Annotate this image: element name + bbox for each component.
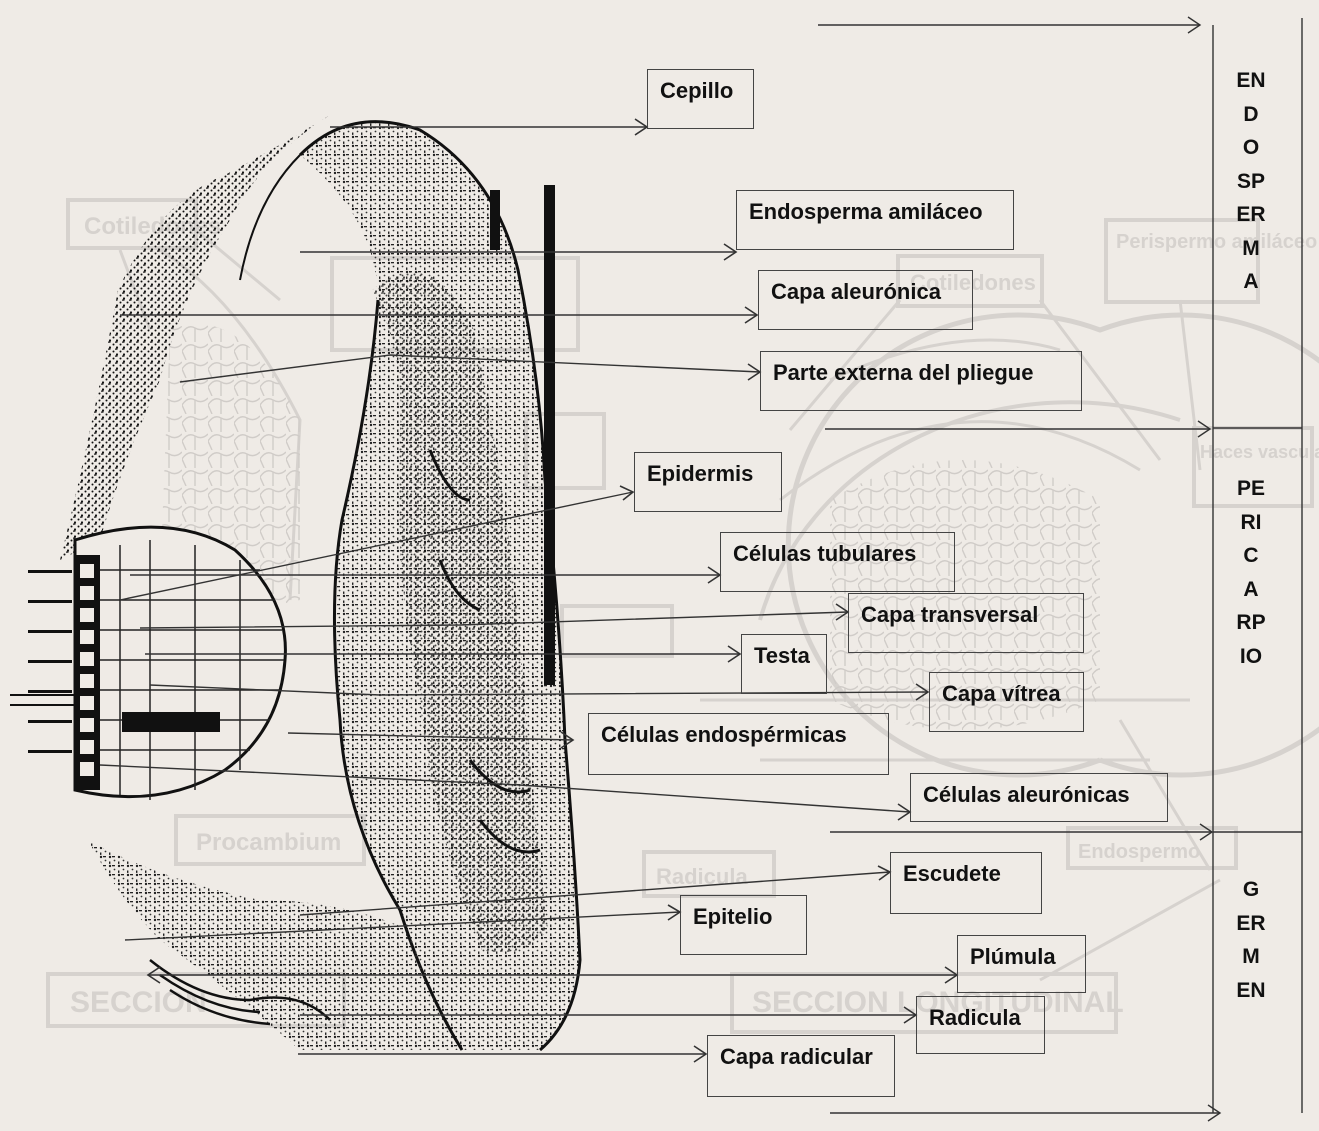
label-celulas-endospermicas: Células endospérmicas	[588, 713, 889, 775]
region-pericarpio: PERICARPIO	[1236, 472, 1266, 673]
pericarp-black-band	[544, 185, 555, 685]
label-celulas-tubulares: Células tubulares	[720, 532, 955, 592]
label-cepillo: Cepillo	[647, 69, 754, 129]
label-plumula: Plúmula	[957, 935, 1086, 993]
label-endosperma-amilaceo: Endosperma amiláceo	[736, 190, 1014, 250]
magnified-inset	[10, 527, 285, 800]
label-epidermis: Epidermis	[634, 452, 782, 512]
label-radicula: Radicula	[916, 996, 1045, 1054]
label-capa-transversal: Capa transversal	[848, 593, 1084, 653]
region-endosperma: ENDOSPERMA	[1236, 64, 1266, 299]
svg-text:Haces vasculares: Haces vasculares	[1200, 442, 1319, 462]
svg-text:Procambium: Procambium	[196, 829, 341, 856]
label-epitelio: Epitelio	[680, 895, 807, 955]
label-testa: Testa	[741, 634, 827, 694]
svg-text:Endospermo: Endospermo	[1078, 841, 1200, 863]
svg-text:Perispermo amiláceo: Perispermo amiláceo	[1116, 231, 1317, 253]
region-germen: GERMEN	[1236, 873, 1266, 1007]
label-parte-externa-pliegue: Parte externa del pliegue	[760, 351, 1082, 411]
label-capa-vitrea: Capa vítrea	[929, 672, 1084, 732]
label-escudete: Escudete	[890, 852, 1042, 914]
label-capa-radicular: Capa radicular	[707, 1035, 895, 1097]
label-capa-aleuronica: Capa aleurónica	[758, 270, 973, 330]
label-celulas-aleuronicas: Células aleurónicas	[910, 773, 1168, 822]
